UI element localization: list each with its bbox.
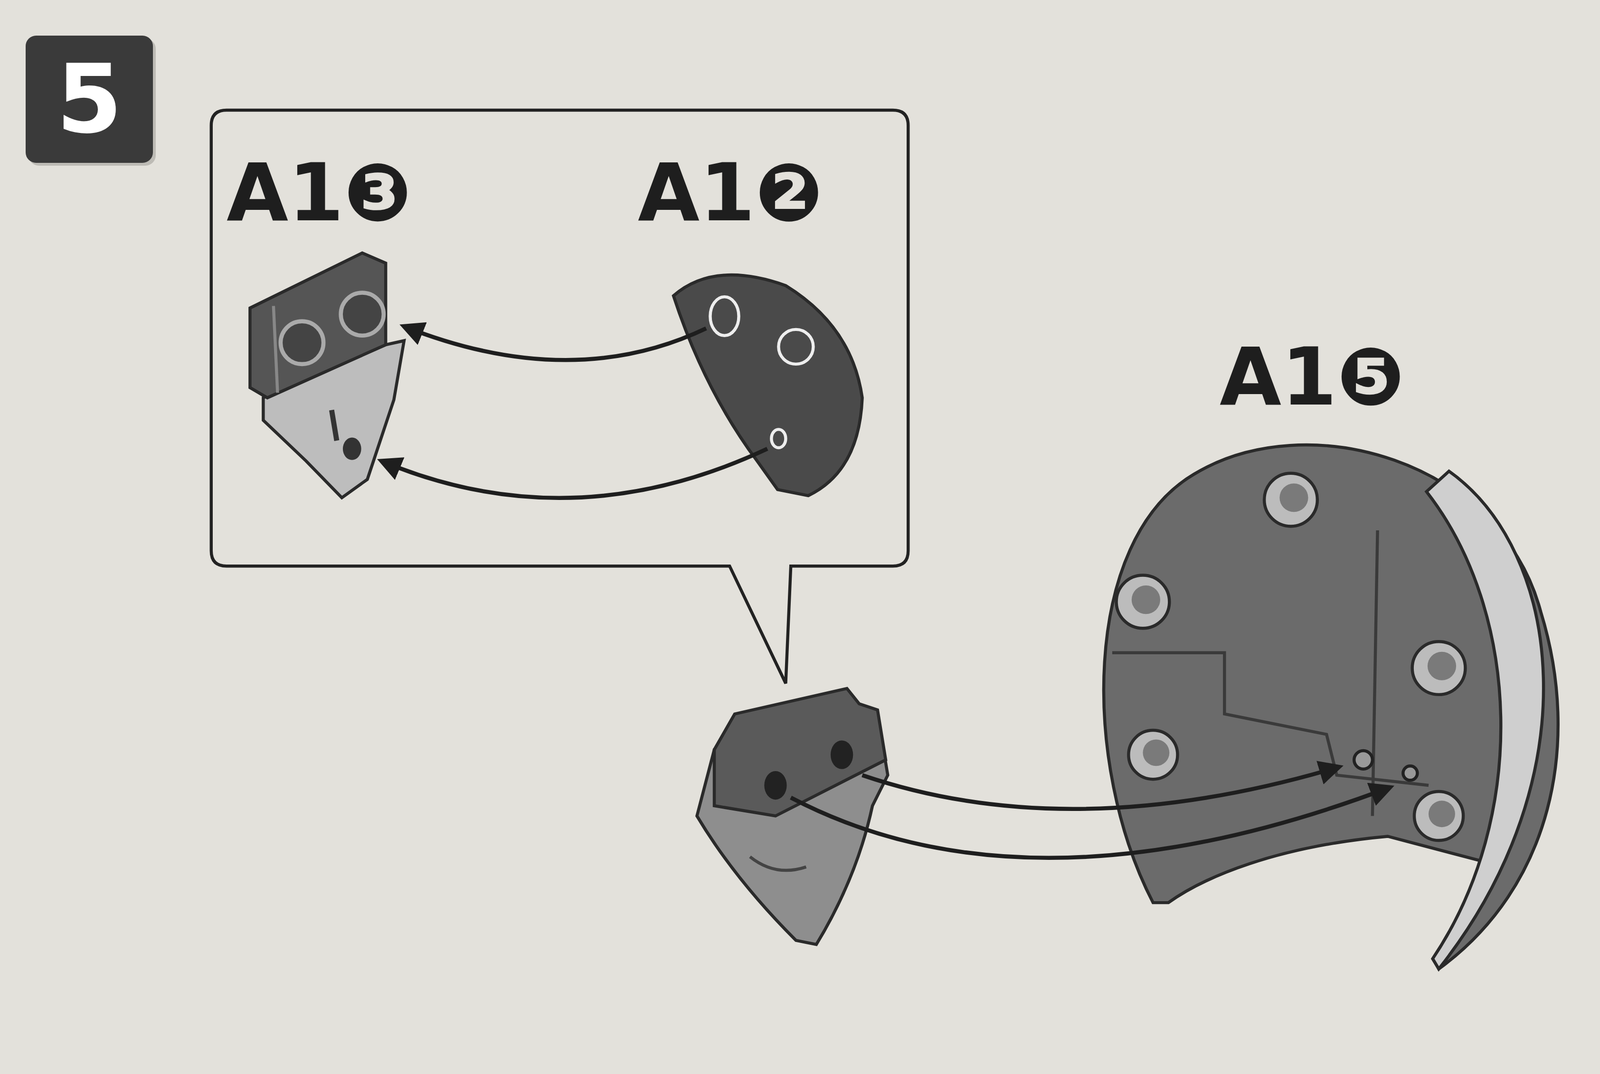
arrow [381,448,768,499]
part-number: A1❷ [637,152,823,233]
part-a15 [1103,444,1559,970]
callout-bubble [211,110,909,684]
part-number: A1❸ [226,152,412,233]
part-a13 [249,253,404,499]
step-number: 5 [56,51,123,147]
arrow [862,766,1339,809]
part-number: A1❺ [1219,337,1405,417]
arrow [404,326,707,360]
step-number-box: 5 [25,35,153,163]
part-a12 [673,274,862,496]
assembled-part [696,688,888,945]
arrow [790,787,1390,858]
